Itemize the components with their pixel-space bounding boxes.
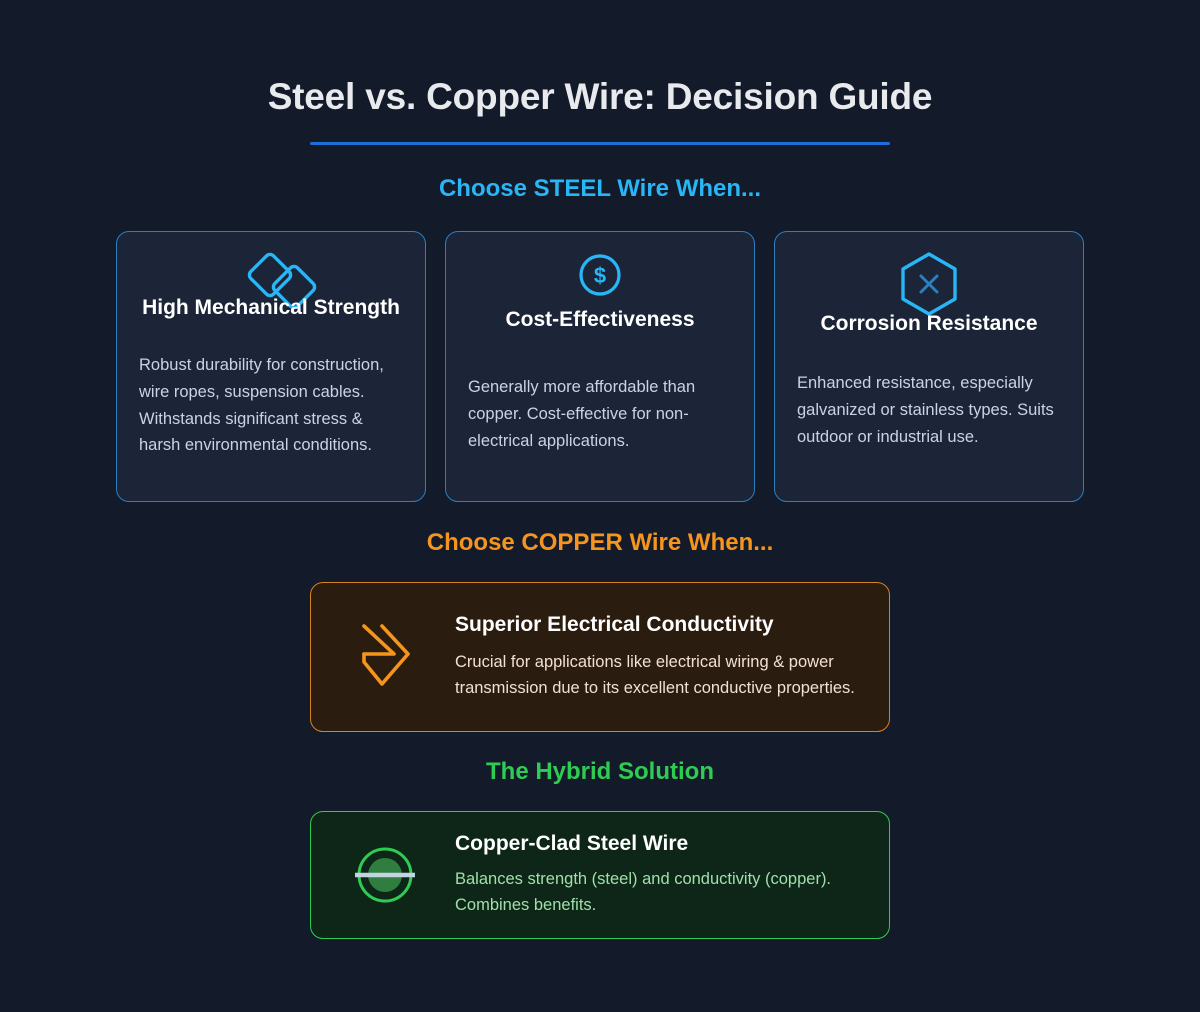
card-title: Copper-Clad Steel Wire	[455, 831, 689, 855]
card-title: Corrosion Resistance	[820, 312, 1038, 336]
hybrid-card-text: Copper-Clad Steel Wire Balances strength…	[455, 831, 863, 918]
card-body: Generally more affordable than copper. C…	[468, 378, 696, 450]
hybrid-section-heading: The Hybrid Solution	[486, 757, 714, 785]
card-title: Superior Electrical Conductivity	[455, 613, 774, 637]
card-title: High Mechanical Strength	[142, 296, 400, 320]
chain-links-icon	[161, 250, 403, 310]
copper-card-superior-electrical-conductivity[interactable]: Superior Electrical Conductivity Crucial…	[310, 581, 890, 732]
hybrid-card-copper-clad-steel-wire[interactable]: Copper-Clad Steel Wire Balances strength…	[310, 810, 890, 939]
card-body: Balances strength (steel) and conductivi…	[455, 870, 832, 915]
steel-card-row: High Mechanical Strength Robust durabili…	[0, 231, 1200, 503]
lightning-bolt-icon	[337, 618, 433, 696]
copper-section-heading: Choose COPPER Wire When...	[426, 529, 774, 557]
steel-card-corrosion-resistance[interactable]: Corrosion Resistance Enhanced resistance…	[774, 231, 1084, 503]
steel-card-high-mechanical-strength[interactable]: High Mechanical Strength Robust durabili…	[116, 231, 426, 503]
card-body: Enhanced resistance, especially galvaniz…	[797, 374, 1054, 446]
clad-wire-cross-section-icon	[337, 843, 433, 907]
copper-card-row: Superior Electrical Conductivity Crucial…	[0, 581, 1200, 732]
infographic-page: Steel vs. Copper Wire: Decision Guide Ch…	[0, 25, 1200, 1012]
title-divider	[310, 142, 890, 146]
copper-card-text: Superior Electrical Conductivity Crucial…	[455, 612, 863, 701]
hexagon-shield-x-icon	[797, 250, 1061, 316]
steel-section-heading: Choose STEEL Wire When...	[438, 175, 762, 203]
card-title: Cost-Effectiveness	[505, 308, 695, 332]
hybrid-card-row: Copper-Clad Steel Wire Balances strength…	[0, 810, 1200, 939]
page-title: Steel vs. Copper Wire: Decision Guide	[267, 75, 933, 117]
svg-text:$: $	[594, 263, 606, 288]
dollar-coin-icon: $	[468, 250, 732, 302]
steel-card-cost-effectiveness[interactable]: $ Cost-Effectiveness Generally more affo…	[445, 231, 755, 503]
card-body: Robust durability for construction, wire…	[139, 356, 384, 455]
card-body: Crucial for applications like electrical…	[455, 653, 855, 698]
